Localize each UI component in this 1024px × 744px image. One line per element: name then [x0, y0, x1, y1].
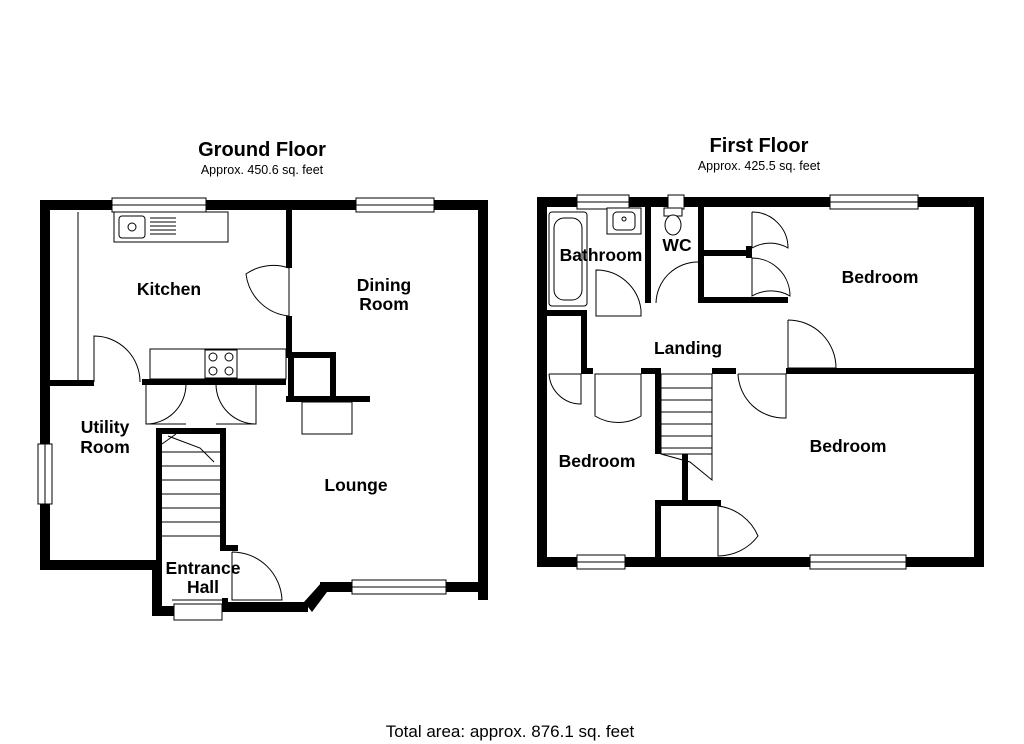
first-floor-doors: [548, 211, 837, 557]
lounge-label: Lounge: [324, 475, 387, 495]
dining-room-label-line1: Dining: [357, 275, 411, 295]
cupboard-door-2: [751, 257, 791, 297]
wc-window: [667, 194, 685, 210]
sink-icon: [118, 215, 146, 239]
bedroom-left-door: [548, 373, 582, 405]
cupboard-door-1: [751, 211, 789, 249]
bedroom-right-label: Bedroom: [810, 436, 887, 456]
kitchen-fittings: [77, 211, 353, 435]
first-floor-stairs: [660, 373, 713, 482]
ground-floor-stairs: [161, 433, 220, 537]
bedroom-large-door: [787, 319, 837, 369]
first-floor-area: Approx. 425.5 sq. feet: [698, 159, 821, 173]
bathroom-label: Bathroom: [560, 245, 643, 265]
bathroom-fittings: [548, 207, 683, 307]
ground-floor-windows: [37, 197, 447, 621]
drainer-icon: [150, 217, 176, 235]
front-door-frame: [173, 603, 223, 621]
utility-room-label-line1: Utility: [81, 417, 130, 437]
first-floor-windows: [576, 194, 919, 570]
ground-floor-title: Ground Floor: [198, 139, 326, 161]
landing-label: Landing: [654, 338, 722, 358]
landing-bedroom-left-door: [594, 373, 642, 423]
hob-icon: [204, 349, 238, 379]
bathroom-door: [595, 269, 642, 317]
ground-floor-walls: [40, 200, 488, 616]
entrance-hall-label-line2: Hall: [187, 577, 219, 597]
bedroom-right-door: [737, 373, 787, 419]
first-floor-plan: First Floor Approx. 425.5 sq. feet: [537, 135, 984, 570]
hall-double-door: [145, 383, 257, 425]
ground-floor-area: Approx. 450.6 sq. feet: [201, 163, 324, 177]
entrance-hall-label-line1: Entrance: [166, 558, 241, 578]
kitchen-label: Kitchen: [137, 279, 201, 299]
bedroom-left-label: Bedroom: [559, 451, 636, 471]
bedroom-large-label: Bedroom: [842, 267, 919, 287]
first-floor-title: First Floor: [710, 135, 809, 157]
wc-label: WC: [662, 235, 692, 255]
toilet-icon: [663, 207, 683, 236]
total-area: Total area: approx. 876.1 sq. feet: [386, 722, 635, 741]
cupboard-door-3: [717, 505, 759, 557]
utility-kitchen-door: [93, 335, 141, 383]
utility-room-label-line2: Room: [80, 437, 130, 457]
fireplace-hearth: [301, 401, 353, 435]
ground-floor-plan: Ground Floor Approx. 450.6 sq. feet: [37, 139, 488, 621]
kitchen-dining-door: [245, 264, 290, 317]
wc-door: [655, 261, 699, 304]
ground-floor-doors: [93, 264, 290, 601]
front-door-swing: [231, 551, 283, 601]
first-floor-walls: [537, 197, 984, 567]
dining-room-label-line2: Room: [359, 294, 409, 314]
